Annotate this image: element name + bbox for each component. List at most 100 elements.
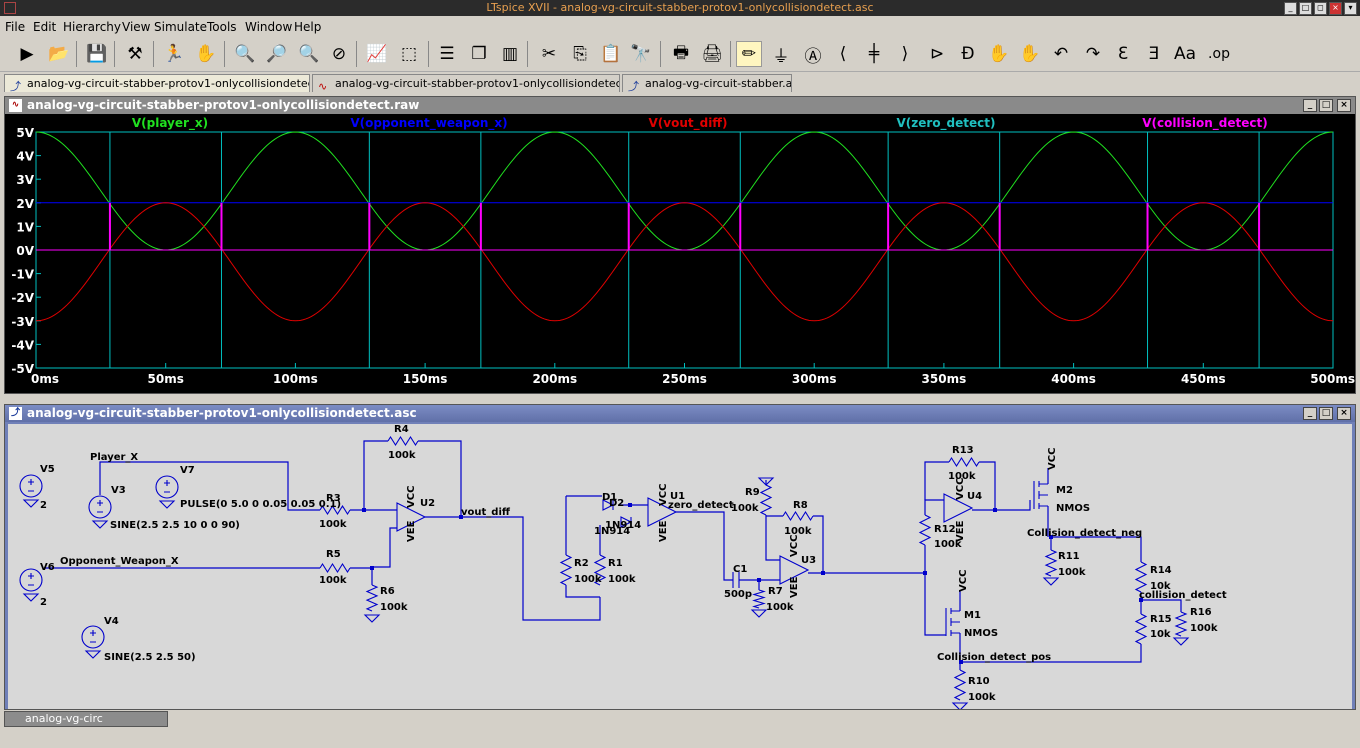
tile-vertical-icon[interactable]: ▥ (501, 44, 519, 64)
maximize-icon[interactable]: □ (1319, 407, 1333, 420)
run-icon[interactable]: ▶ (20, 44, 34, 64)
resistor-icon (1134, 613, 1148, 645)
opamp-icon (396, 502, 427, 532)
wire (961, 644, 1142, 663)
label-r6: R6 (380, 586, 395, 597)
minimize-icon[interactable]: _ (1303, 407, 1317, 420)
minimized-window[interactable]: analog-vg-circ (4, 711, 168, 727)
close-icon[interactable]: × (1329, 2, 1342, 15)
label-vcc3: VCC (789, 535, 800, 557)
redo-icon[interactable]: ↷ (1085, 44, 1101, 64)
text-icon[interactable]: Aa (1173, 44, 1197, 64)
label-r10: R10 (968, 676, 990, 687)
paste-icon[interactable]: 📋 (600, 44, 622, 64)
move-icon[interactable]: ✋ (988, 44, 1010, 64)
legend-entry-1[interactable]: V(opponent_weapon_x) (350, 116, 507, 131)
wires (44, 440, 1182, 670)
ground-icon (951, 702, 969, 709)
toolbar-separator (153, 41, 154, 67)
app-icon (4, 2, 16, 14)
control-panel-icon[interactable]: ⚒ (127, 44, 143, 64)
tab-waveform[interactable]: ∿analog-vg-circuit-stabber-protov1-onlyc… (312, 74, 620, 92)
junction (757, 578, 761, 582)
menu-tools[interactable]: Tools (207, 20, 237, 34)
wire (972, 500, 1031, 511)
label-oppx: Opponent_Weapon_X (60, 556, 179, 567)
label-r15v: 10k (1150, 629, 1171, 640)
ground-icon[interactable]: ⏚ (772, 46, 790, 67)
cascade-icon[interactable]: ❐ (471, 44, 487, 64)
find-icon[interactable]: 🔭 (630, 44, 652, 64)
print-setup-icon[interactable]: 🖶 (672, 42, 690, 63)
3d-icon[interactable]: ⬚ (400, 44, 418, 64)
restore-icon[interactable]: □ (1299, 2, 1312, 15)
cut-icon[interactable]: ✂ (541, 44, 557, 64)
opamp-icon (779, 555, 810, 585)
junction (628, 503, 632, 507)
minimize-icon[interactable]: _ (1303, 99, 1317, 112)
component-icon[interactable]: Ð (961, 44, 975, 64)
resistor-icon (593, 554, 607, 586)
diode-icon[interactable]: ⊳ (929, 44, 945, 64)
zoom-area-icon[interactable]: 🔎 (266, 44, 288, 64)
menu-simulate[interactable]: Simulate (154, 20, 208, 34)
menu-view[interactable]: View (122, 20, 151, 34)
voltage-source-icon (155, 475, 179, 499)
halt-icon[interactable]: 🏃 (163, 44, 185, 64)
ground-icon (1172, 637, 1190, 646)
label-d1n: 1N914 (605, 520, 641, 531)
draw-wire-icon[interactable]: ✏ (736, 41, 762, 67)
legend-entry-2[interactable]: V(vout_diff) (648, 116, 727, 131)
label-vee1: VEE (406, 520, 417, 542)
drag-icon[interactable]: ✋ (1019, 44, 1041, 64)
label-r8: R8 (793, 500, 808, 511)
mirror-icon[interactable]: Ǝ (1148, 44, 1160, 64)
minimize-icon[interactable]: _ (1284, 2, 1297, 15)
print-icon[interactable]: 🖨 (701, 44, 723, 64)
inductor-icon[interactable]: ⟩ (901, 44, 909, 64)
label-voutdiff: vout_diff (461, 507, 511, 518)
autorange-icon[interactable]: 📈 (366, 44, 388, 64)
legend-entry-4[interactable]: V(collision_detect) (1142, 116, 1267, 131)
label-vcc6: VCC (958, 570, 969, 592)
pan-icon[interactable]: ✋ (195, 44, 217, 64)
label-net-icon[interactable]: Ⓐ (804, 46, 822, 67)
zoom-cancel-icon[interactable]: ⊘ (331, 44, 347, 64)
resistor-icon (387, 435, 419, 447)
menu-edit[interactable]: Edit (33, 20, 57, 34)
maximize-icon[interactable]: □ (1319, 99, 1333, 112)
legend-entry-3[interactable]: V(zero_detect) (897, 116, 996, 131)
tab-schematic-2[interactable]: ⤴analog-vg-circuit-stabber.asc (622, 74, 792, 92)
save-icon[interactable]: 💾 (86, 44, 108, 64)
menu-help[interactable]: Help (294, 20, 322, 34)
legend-entry-0[interactable]: V(player_x) (132, 116, 208, 131)
open-icon[interactable]: 📂 (48, 44, 70, 64)
schematic-icon: ⤴ (9, 407, 22, 420)
close-icon[interactable]: × (1337, 99, 1351, 112)
close-icon[interactable]: × (1337, 407, 1351, 420)
resistor-icon[interactable]: ⟨ (839, 44, 847, 64)
schematic-icon: ⤴ (628, 80, 639, 92)
menu-hierarchy[interactable]: Hierarchy (63, 20, 122, 34)
y-tick-label: -2V (11, 291, 34, 305)
menu-window[interactable]: Window (245, 20, 293, 34)
capacitor-icon[interactable]: ╪ (868, 44, 880, 64)
spice-directive-icon[interactable]: .op (1208, 46, 1230, 62)
waveform-icon: ∿ (318, 80, 328, 92)
tab-schematic[interactable]: ⤴analog-vg-circuit-stabber-protov1-onlyc… (4, 74, 310, 92)
toolbar-separator (356, 41, 357, 67)
window-menu-icon[interactable]: ▾ (1344, 2, 1357, 15)
undo-icon[interactable]: ↶ (1053, 44, 1069, 64)
label-r16: R16 (1190, 607, 1212, 618)
label-r6v: 100k (380, 602, 408, 613)
rotate-icon[interactable]: Ɛ (1117, 44, 1129, 64)
tile-horizontal-icon[interactable]: ☰ (439, 44, 455, 64)
menu-file[interactable]: File (5, 20, 26, 34)
copy-icon[interactable]: ⎘ (573, 44, 587, 64)
label-u1: U1 (670, 491, 685, 502)
maximize-icon[interactable]: ◻ (1314, 2, 1327, 15)
zoom-out-icon[interactable]: 🔍 (298, 44, 320, 64)
zoom-in-icon[interactable]: 🔍 (234, 44, 256, 64)
